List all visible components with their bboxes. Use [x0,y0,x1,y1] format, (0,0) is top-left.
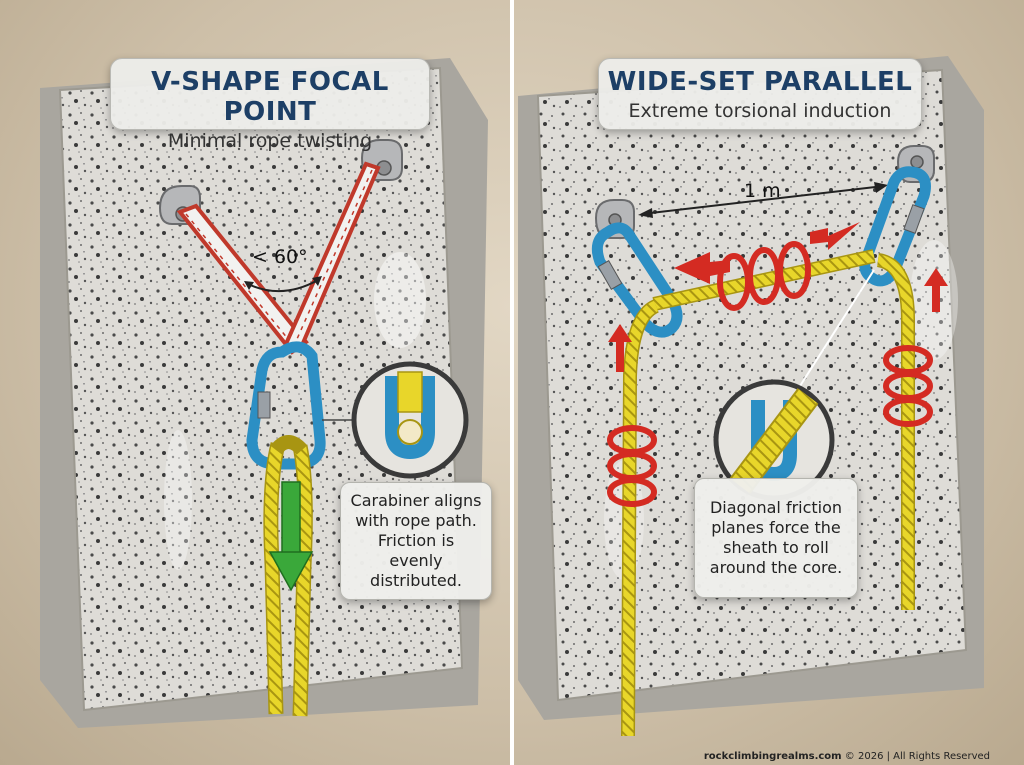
panel-divider [510,0,514,765]
distance-label: 1 m [744,180,781,202]
wide-set-illustration [518,56,984,737]
chalk-mark [374,252,426,348]
sling-icon [176,203,309,355]
panel-v-shape: V-SHAPE FOCAL POINT Minimal rope twistin… [0,0,510,765]
panel-wide-set: WIDE-SET PARALLEL Extreme torsional indu… [514,0,1024,765]
magnifier-icon [351,361,469,479]
angle-label: < 60° [252,246,308,268]
note-box-v-shape: Carabiner aligns with rope path. Frictio… [340,482,492,600]
panel-title: V-SHAPE FOCAL POINT [151,67,389,127]
rope-icon [621,249,915,737]
carabiner-icon [591,222,683,338]
distance-line [641,185,885,215]
carabiner-icon [859,166,931,287]
twist-arrow-icon [883,345,933,427]
chalk-mark [164,430,192,570]
carabiner-icon [246,341,326,470]
title-box-v-shape: V-SHAPE FOCAL POINT Minimal rope twistin… [110,58,430,152]
load-arrow-icon [268,481,314,592]
footer-site: rockclimbingrealms.com [703,751,842,762]
title-box-wide-set: WIDE-SET PARALLEL Extreme torsional indu… [598,58,922,130]
twist-arrow-icon [717,241,811,311]
footer-credit: rockclimbingrealms.com © 2026 | All Righ… [704,751,990,762]
panel-subtitle: Extreme torsional induction [628,100,892,122]
twist-arrow-icon [608,222,948,372]
twist-arrow-icon [607,425,657,507]
panel-subtitle: Minimal rope twisting [167,130,373,152]
footer-rights: © 2026 | All Rights Reserved [844,751,990,762]
panel-title: WIDE-SET PARALLEL [607,67,913,97]
angle-arc [247,279,319,293]
note-box-wide-set: Diagonal friction planes force the sheat… [694,478,858,598]
